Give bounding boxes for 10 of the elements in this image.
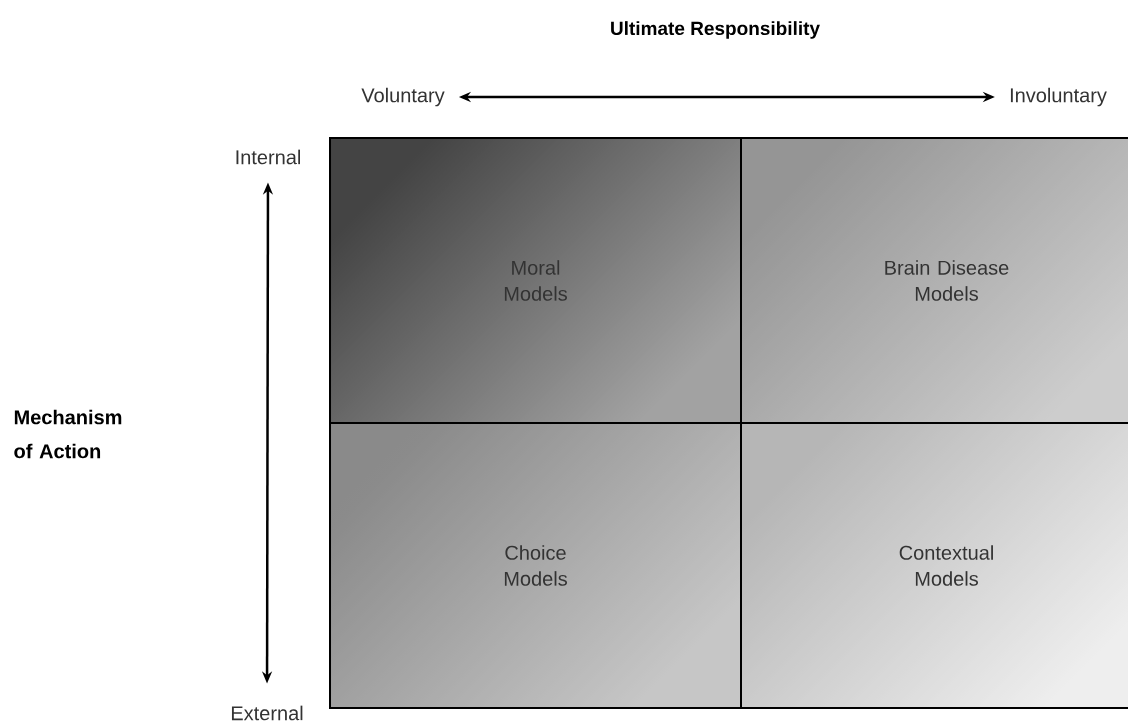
axis-title: Mechanism of Action [14, 409, 122, 459]
quadrant-cell: Moral Models [329, 137, 742, 424]
quadrant-cell: Contextual Models [740, 422, 1128, 709]
axis-end-label: Internal [236, 149, 300, 165]
quadrant-cell: Brain Disease Models [740, 137, 1128, 424]
axis-end-label: Involuntary [1010, 87, 1107, 107]
quadrant-cell: Choice Models [329, 422, 742, 709]
axis-end-label: Voluntary [361, 87, 445, 107]
axis-end-label: External [231, 705, 303, 721]
axis-title: Ultimate Responsibility [611, 21, 820, 39]
